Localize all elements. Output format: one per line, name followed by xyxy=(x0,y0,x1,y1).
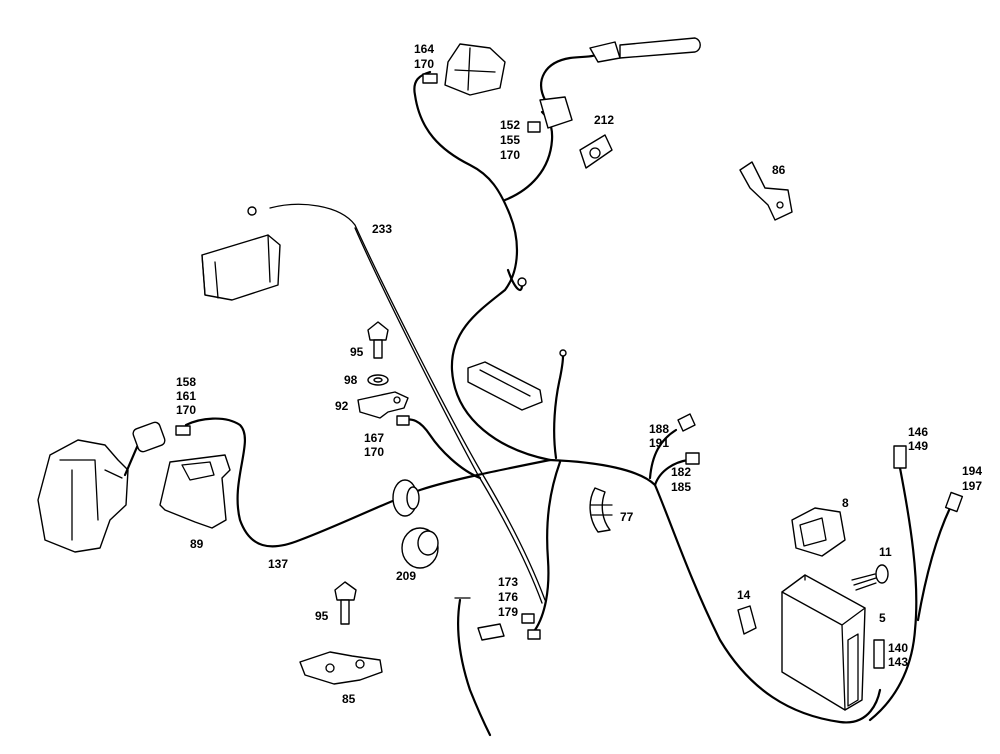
part-212 xyxy=(579,134,613,169)
main-harness xyxy=(184,70,952,724)
label-173: 173 xyxy=(498,575,518,589)
tag-146 xyxy=(893,445,907,469)
label-233: 233 xyxy=(372,222,392,236)
harness-upper-branch xyxy=(413,70,552,462)
label-164: 164 xyxy=(414,42,434,56)
ring-terminal-mid xyxy=(559,349,567,357)
bracket-86 xyxy=(739,161,793,221)
harness-branch-173 xyxy=(533,460,562,632)
tag-152 xyxy=(527,121,541,133)
bolt-95-lower xyxy=(334,581,357,625)
label-77: 77 xyxy=(620,510,634,524)
label-86: 86 xyxy=(772,163,786,177)
label-140: 140 xyxy=(888,641,908,655)
label-209: 209 xyxy=(396,569,416,583)
clip-14 xyxy=(737,605,757,635)
harness-branch-167 xyxy=(400,418,482,480)
wire-194 xyxy=(916,506,952,622)
tag-194 xyxy=(944,491,964,513)
clip-77 xyxy=(589,487,613,533)
label-188: 188 xyxy=(649,422,669,436)
label-170-b: 170 xyxy=(500,148,520,162)
label-5: 5 xyxy=(879,611,886,625)
label-170-c: 170 xyxy=(364,445,384,459)
grommet-209 xyxy=(401,527,439,569)
label-14: 14 xyxy=(737,588,751,602)
bracket-85 xyxy=(299,651,383,685)
label-176: 176 xyxy=(498,590,518,604)
connector-164 xyxy=(422,43,506,96)
label-197: 197 xyxy=(962,479,982,493)
label-191: 191 xyxy=(649,436,669,450)
module-box-upper xyxy=(201,234,281,301)
bolt-95-upper xyxy=(367,321,389,359)
tag-173 xyxy=(521,613,535,624)
label-146: 146 xyxy=(908,425,928,439)
cable-plug-top xyxy=(527,37,701,133)
label-158: 158 xyxy=(176,375,196,389)
ground-cable xyxy=(454,597,541,737)
wire-146 xyxy=(868,466,918,722)
label-155: 155 xyxy=(500,133,520,147)
label-137: 137 xyxy=(268,557,288,571)
label-8: 8 xyxy=(842,496,849,510)
label-179: 179 xyxy=(498,605,518,619)
label-11: 11 xyxy=(879,545,892,559)
bracket-89 xyxy=(159,454,231,529)
callout-labels: 164 170 152 155 170 212 86 233 95 98 92 … xyxy=(176,42,982,706)
rod-233-outline xyxy=(354,227,543,604)
actuator-left xyxy=(37,421,191,553)
label-149: 149 xyxy=(908,439,928,453)
rod-233 xyxy=(269,203,546,601)
harness-branch-ground xyxy=(553,354,565,460)
label-89: 89 xyxy=(190,537,204,551)
ring-terminal-233 xyxy=(247,206,257,216)
connector-rail xyxy=(467,361,543,411)
label-167: 167 xyxy=(364,431,384,445)
label-152: 152 xyxy=(500,118,520,132)
label-185: 185 xyxy=(671,480,691,494)
ring-terminal-upper xyxy=(517,277,527,287)
tag-140 xyxy=(873,639,885,669)
label-98: 98 xyxy=(344,373,358,387)
harness-branch-137 xyxy=(184,417,552,548)
label-182: 182 xyxy=(671,465,691,479)
switch-8 xyxy=(791,507,846,557)
label-161: 161 xyxy=(176,389,196,403)
bracket-92 xyxy=(357,391,409,419)
tag-167 xyxy=(396,415,410,426)
label-95-upper: 95 xyxy=(350,345,364,359)
screw-11 xyxy=(851,564,889,591)
label-212: 212 xyxy=(594,113,614,127)
label-95-lower: 95 xyxy=(315,609,329,623)
grommet-137 xyxy=(392,479,420,517)
label-170-d: 170 xyxy=(176,403,196,417)
harness-trunk xyxy=(548,458,882,724)
harness-branch-188 xyxy=(648,428,678,480)
harness-branch-ring xyxy=(506,268,524,292)
label-143: 143 xyxy=(888,655,908,669)
tag-158 xyxy=(175,425,191,436)
harness-branch-182 xyxy=(653,458,690,487)
label-85: 85 xyxy=(342,692,356,706)
tag-188 xyxy=(677,413,696,432)
washer-98-hole xyxy=(373,377,383,383)
tag-182 xyxy=(685,452,700,465)
label-92: 92 xyxy=(335,399,349,413)
label-194: 194 xyxy=(962,464,982,478)
label-170-a: 170 xyxy=(414,57,434,71)
control-unit-5 xyxy=(781,574,885,711)
tag-164 xyxy=(422,73,438,84)
